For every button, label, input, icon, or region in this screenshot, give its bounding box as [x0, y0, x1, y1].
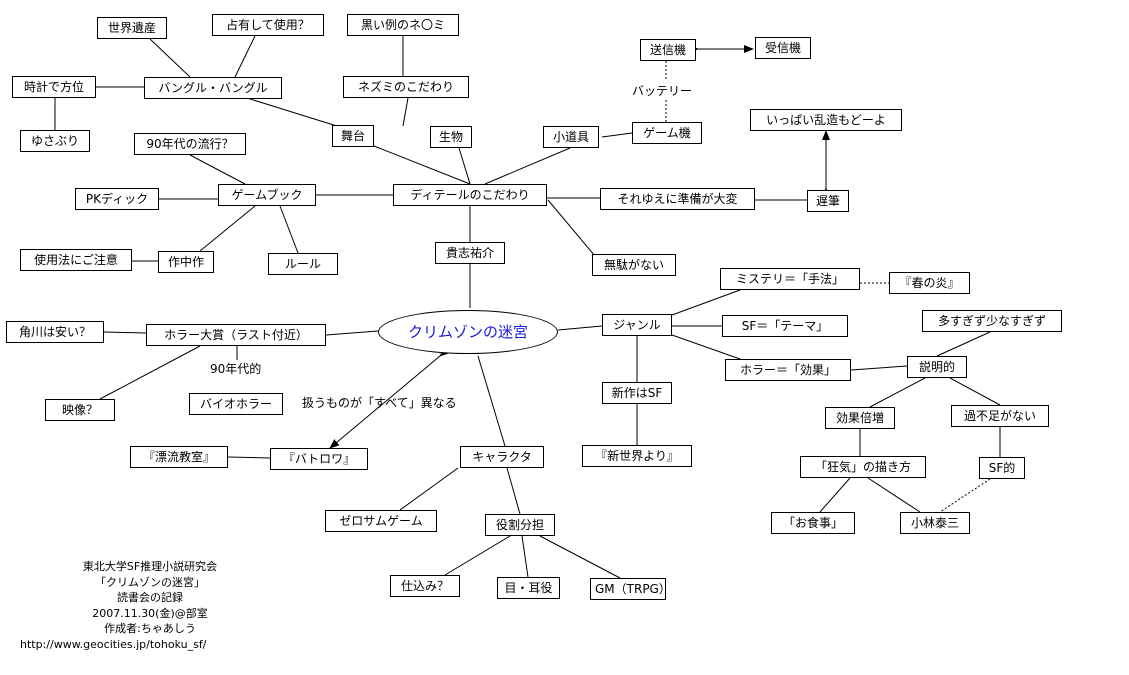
- node-seibutsu: 生物: [430, 126, 472, 148]
- node-sekai: 世界遺産: [97, 17, 167, 39]
- node-yakuwari: 役割分担: [485, 514, 555, 536]
- node-kishi: 貴志祐介: [435, 242, 505, 264]
- connector-line: [671, 334, 741, 360]
- connector-line: [329, 347, 450, 449]
- node-nezumi: ネズミのこだわり: [343, 76, 469, 98]
- node-ousugi: 多すぎず少なすぎず: [922, 310, 1062, 332]
- connector-line: [819, 477, 851, 513]
- connector-line: [601, 132, 633, 138]
- connector-line: [325, 330, 379, 336]
- node-kadokawa: 角川は安い？: [6, 321, 104, 343]
- node-tokei: 時計で方位: [12, 76, 96, 98]
- connector-line: [547, 199, 601, 263]
- node-setsumei: 説明的: [907, 356, 967, 378]
- connector-line: [227, 456, 271, 459]
- connector-line: [939, 478, 991, 513]
- connector-line: [869, 377, 926, 408]
- credit-date: 2007.11.30(金)@部室: [92, 606, 208, 620]
- connector-line: [103, 331, 147, 334]
- connector-line: [199, 205, 256, 252]
- connector-line: [373, 145, 471, 185]
- node-mystery: ミステリ＝「手法」: [720, 268, 860, 290]
- credit-club: 東北大学SF推理小説研究会: [82, 560, 218, 573]
- node-shinsekai: 『新世界より』: [582, 445, 692, 467]
- node-jushin: 受信機: [755, 37, 811, 59]
- node-eizou: 映像？: [45, 399, 115, 421]
- node-ippai: いっぱい乱造もどーよ: [750, 109, 902, 131]
- node-shinsaku: 新作はSF: [602, 382, 672, 404]
- connector-line: [189, 154, 246, 185]
- node-haru: 『春の炎』: [889, 272, 970, 294]
- node-hyouryu: 『漂流教室』: [130, 446, 228, 468]
- node-horror2: ホラー＝「効果」: [725, 359, 851, 381]
- connector-line: [850, 365, 908, 371]
- connector-line: [402, 97, 409, 127]
- credit-record: 読書会の記録: [117, 591, 183, 604]
- connector-line: [279, 205, 299, 254]
- node-oshokuji: 「お食事」: [771, 512, 855, 534]
- node-kafusoku: 過不足がない: [951, 405, 1049, 427]
- connector-line: [399, 467, 459, 511]
- credits-block: 東北大学SF推理小説研究会 「クリムゾンの迷宮」 読書会の記録 2007.11.…: [20, 559, 280, 652]
- node-ryuko: 90年代の流行？: [134, 133, 246, 155]
- node-sakuchu: 作中作: [158, 251, 214, 273]
- connector-line: [671, 289, 741, 316]
- node-butai: 舞台: [332, 125, 374, 147]
- credit-title: 「クリムゾンの迷宮」: [95, 575, 205, 589]
- node-gamebook: ゲームブック: [218, 184, 316, 206]
- connector-line: [506, 467, 521, 515]
- node-kyouki: 「狂気」の描き方: [800, 456, 926, 478]
- node-kodougu: 小道具: [543, 126, 599, 148]
- node-zerosum: ゼロサムゲーム: [325, 510, 437, 532]
- credit-author: 作成者:ちゃあしう: [104, 622, 196, 635]
- node-sfteki: SF的: [979, 457, 1025, 479]
- connector-line: [477, 355, 506, 447]
- connector-line: [539, 535, 621, 579]
- node-genre: ジャンル: [602, 314, 672, 336]
- node-me: 目・耳役: [497, 577, 560, 599]
- node-rule: ルール: [268, 253, 338, 275]
- label-subete: 扱うものが「すべて」異なる: [302, 396, 457, 410]
- node-senyuu: 占有して使用？: [212, 14, 324, 36]
- node-sf: SF＝「テーマ」: [722, 315, 848, 337]
- connector-line: [936, 331, 991, 357]
- node-yusaburi: ゆさぶり: [20, 130, 90, 152]
- connector-line: [246, 97, 341, 128]
- node-kouka: 効果倍増: [825, 407, 895, 429]
- node-pk: PKディック: [75, 188, 159, 210]
- connector-line: [444, 535, 511, 576]
- node-bangle: バングル・バングル: [144, 77, 282, 99]
- node-kobayashi: 小林泰三: [900, 512, 970, 534]
- node-shiyou: 使用法にご注意: [20, 249, 132, 271]
- node-gameki: ゲーム機: [632, 122, 702, 144]
- connector-line: [484, 147, 571, 185]
- connector-line: [234, 35, 256, 78]
- node-soreyue: それゆえに準備が大変: [600, 188, 755, 210]
- node-detail: ディテールのこだわり: [393, 184, 547, 206]
- node-batorowa: 『バトロワ』: [270, 448, 368, 470]
- connector-line: [458, 147, 471, 185]
- center-node: クリムゾンの迷宮: [378, 310, 558, 354]
- connector-line: [557, 325, 603, 331]
- node-kuroi: 黒い例のネ〇ミ: [347, 14, 459, 36]
- label-battery: バッテリー: [632, 84, 693, 98]
- node-chihitsu: 遅筆: [807, 190, 849, 212]
- connector-line: [867, 477, 921, 513]
- node-soushin: 送信機: [640, 39, 696, 61]
- connector-line: [99, 345, 201, 400]
- label-nineties: 90年代的: [210, 362, 262, 376]
- node-bio: バイオホラー: [189, 393, 283, 415]
- node-gm: GM（TRPG）: [590, 578, 671, 600]
- connector-line: [949, 377, 1001, 406]
- node-chara: キャラクタ: [460, 446, 544, 468]
- credit-url: http://www.geocities.jp/tohoku_sf/: [20, 637, 207, 651]
- node-mudanai: 無駄がない: [592, 254, 676, 276]
- node-horror: ホラー大賞（ラスト付近）: [146, 324, 326, 346]
- node-shikomi: 仕込み？: [390, 575, 460, 597]
- connector-line: [149, 38, 191, 78]
- connector-line: [521, 535, 529, 578]
